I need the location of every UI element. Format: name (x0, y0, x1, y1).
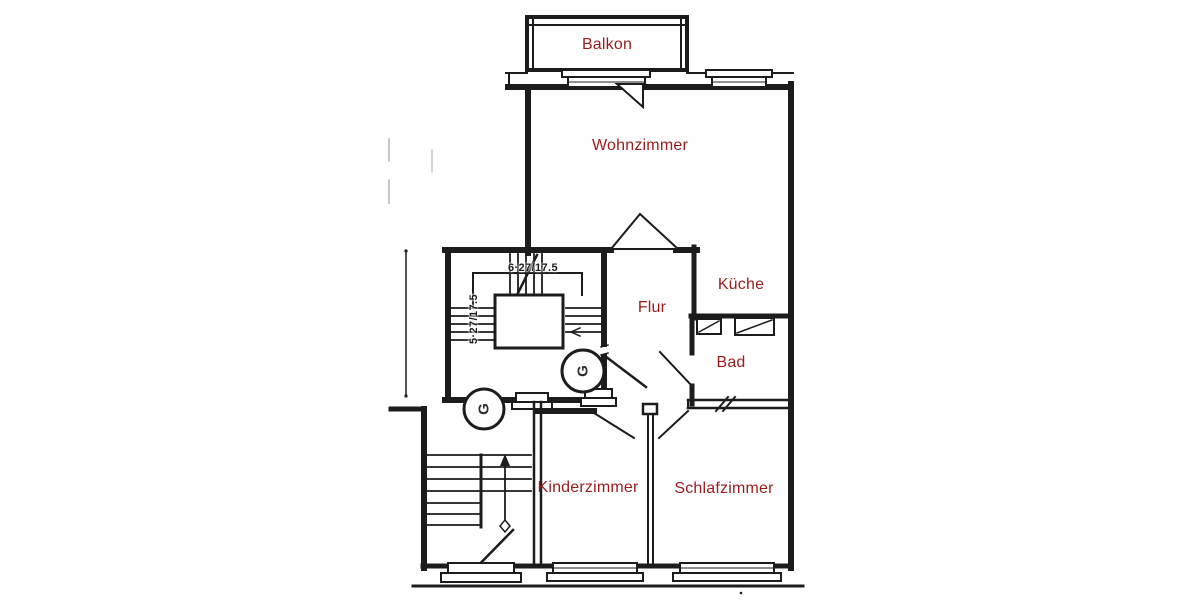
meter-letter: G (476, 403, 493, 415)
window-bedroom-south (672, 562, 782, 582)
stair-direction-line (516, 253, 539, 295)
bathroom-door-swing (658, 350, 694, 388)
hall-living-room-door-swing (608, 212, 681, 250)
stairwell-south-window (511, 392, 553, 410)
room-label-bad: Bad (716, 354, 746, 371)
room-label-schlafzimmer: Schlafzimmer (674, 480, 774, 497)
meter-circle: G (462, 387, 506, 431)
children-room-walls (532, 400, 636, 568)
partition-wall (641, 402, 659, 567)
ink-dot (739, 591, 743, 595)
stairwell-upper (442, 247, 617, 410)
stair-direction-arrow (569, 327, 581, 337)
room-label-kinderzimmer: Kinderzimmer (537, 479, 639, 496)
meter-letter: G (575, 365, 592, 377)
room-label-kueche: Küche (717, 276, 765, 293)
room-label-balkon: Balkon (581, 36, 633, 53)
scan-artifacts (388, 138, 743, 595)
window-living-room-north (561, 69, 651, 88)
bathroom-walls (658, 313, 793, 413)
apartment-entry-threshold (580, 388, 617, 407)
bedroom-door-swing (657, 409, 690, 440)
window-sill (705, 69, 773, 78)
kitchen-walls (688, 244, 794, 336)
duct-shaft-symbol (696, 318, 722, 335)
meter-circle: G (560, 348, 606, 394)
living-room-walls (442, 84, 700, 256)
stair-dimension-vertical: 5·27/17.5 (468, 293, 480, 345)
window-children-room-south (546, 562, 644, 582)
wall-hatch-tick (721, 395, 737, 413)
entrance-steps-south (440, 562, 522, 583)
window-kitchen-north (705, 69, 773, 88)
site-boundary (404, 249, 805, 588)
stair-treads-entry (426, 453, 532, 529)
balcony-door-swing (614, 83, 644, 110)
duct-shaft-symbol (734, 317, 775, 336)
wall-hatch-tick (714, 395, 730, 413)
stair-treads-upper-flight (509, 253, 543, 295)
room-label-flur: Flur (637, 299, 667, 316)
stair-treads-east-flight (565, 307, 602, 337)
stair-treads-west-flight (450, 307, 496, 341)
entry-staircase-lower (388, 406, 532, 579)
stair-dimension-horizontal: 6·27/17.5 (507, 262, 559, 274)
children-room-door-swing (592, 411, 636, 440)
hall-funnel-wall (603, 354, 648, 389)
room-label-wohnzimmer: Wohnzimmer (592, 137, 688, 154)
stair-direction-arrow-up (499, 454, 511, 534)
window-sill (561, 69, 651, 78)
stair-landing (493, 293, 565, 350)
